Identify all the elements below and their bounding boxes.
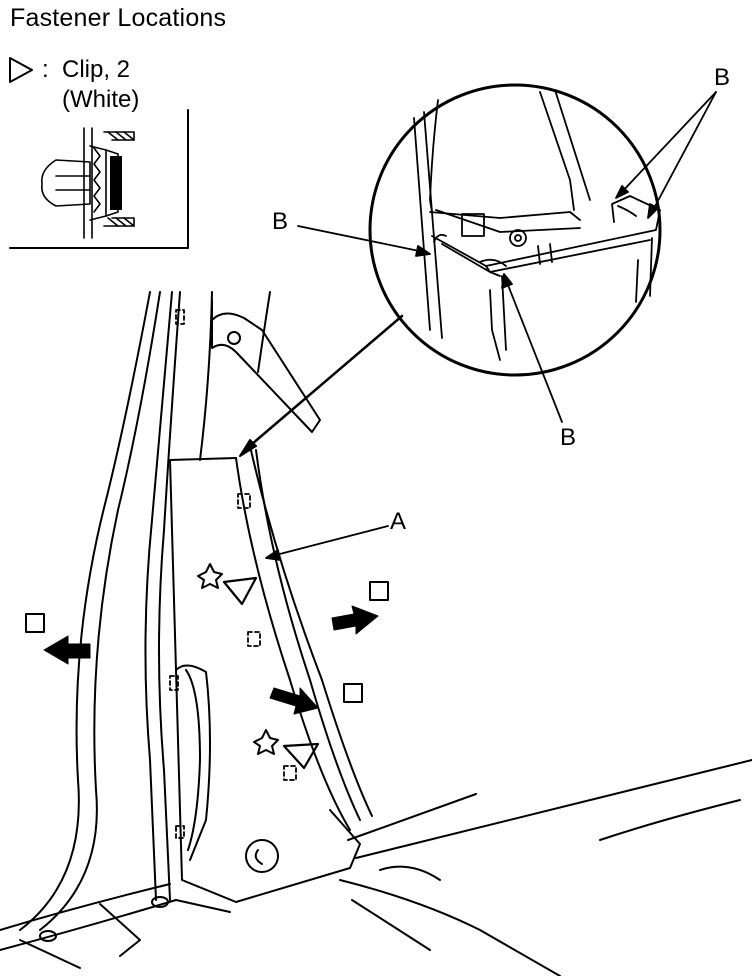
legend-triangle-icon: [9, 57, 33, 83]
b-pillar-outline: [19, 291, 373, 931]
legend-clip-color: (White): [62, 86, 140, 113]
hidden-clip-marks: [169, 309, 297, 839]
clip-inset-frame: [9, 109, 189, 249]
detail-contents: [413, 89, 661, 361]
legend-clip-label: Clip, 2: [62, 56, 131, 83]
clip-detail-icon: [40, 127, 135, 239]
magnifier-leader-line: [243, 314, 404, 452]
clip-star-icon: [197, 563, 279, 755]
empty-square-icon: [25, 581, 389, 703]
callout-a-leader: [265, 525, 389, 561]
callout-b-leaders: [297, 91, 717, 423]
page-title: Fastener Locations: [10, 4, 227, 32]
detail-magnifier-circle: [368, 83, 662, 377]
callout-b-label: B: [560, 424, 577, 451]
callout-b-label: B: [272, 208, 289, 235]
floor-sill: [0, 759, 752, 976]
clip-triangle-icon: [282, 742, 320, 770]
callout-a-label: A: [390, 508, 407, 535]
callout-b-label: B: [714, 64, 731, 91]
legend-separator: :: [42, 56, 49, 83]
solid-arrow-icon: [43, 605, 379, 715]
clip-triangle-icon: [222, 576, 258, 606]
